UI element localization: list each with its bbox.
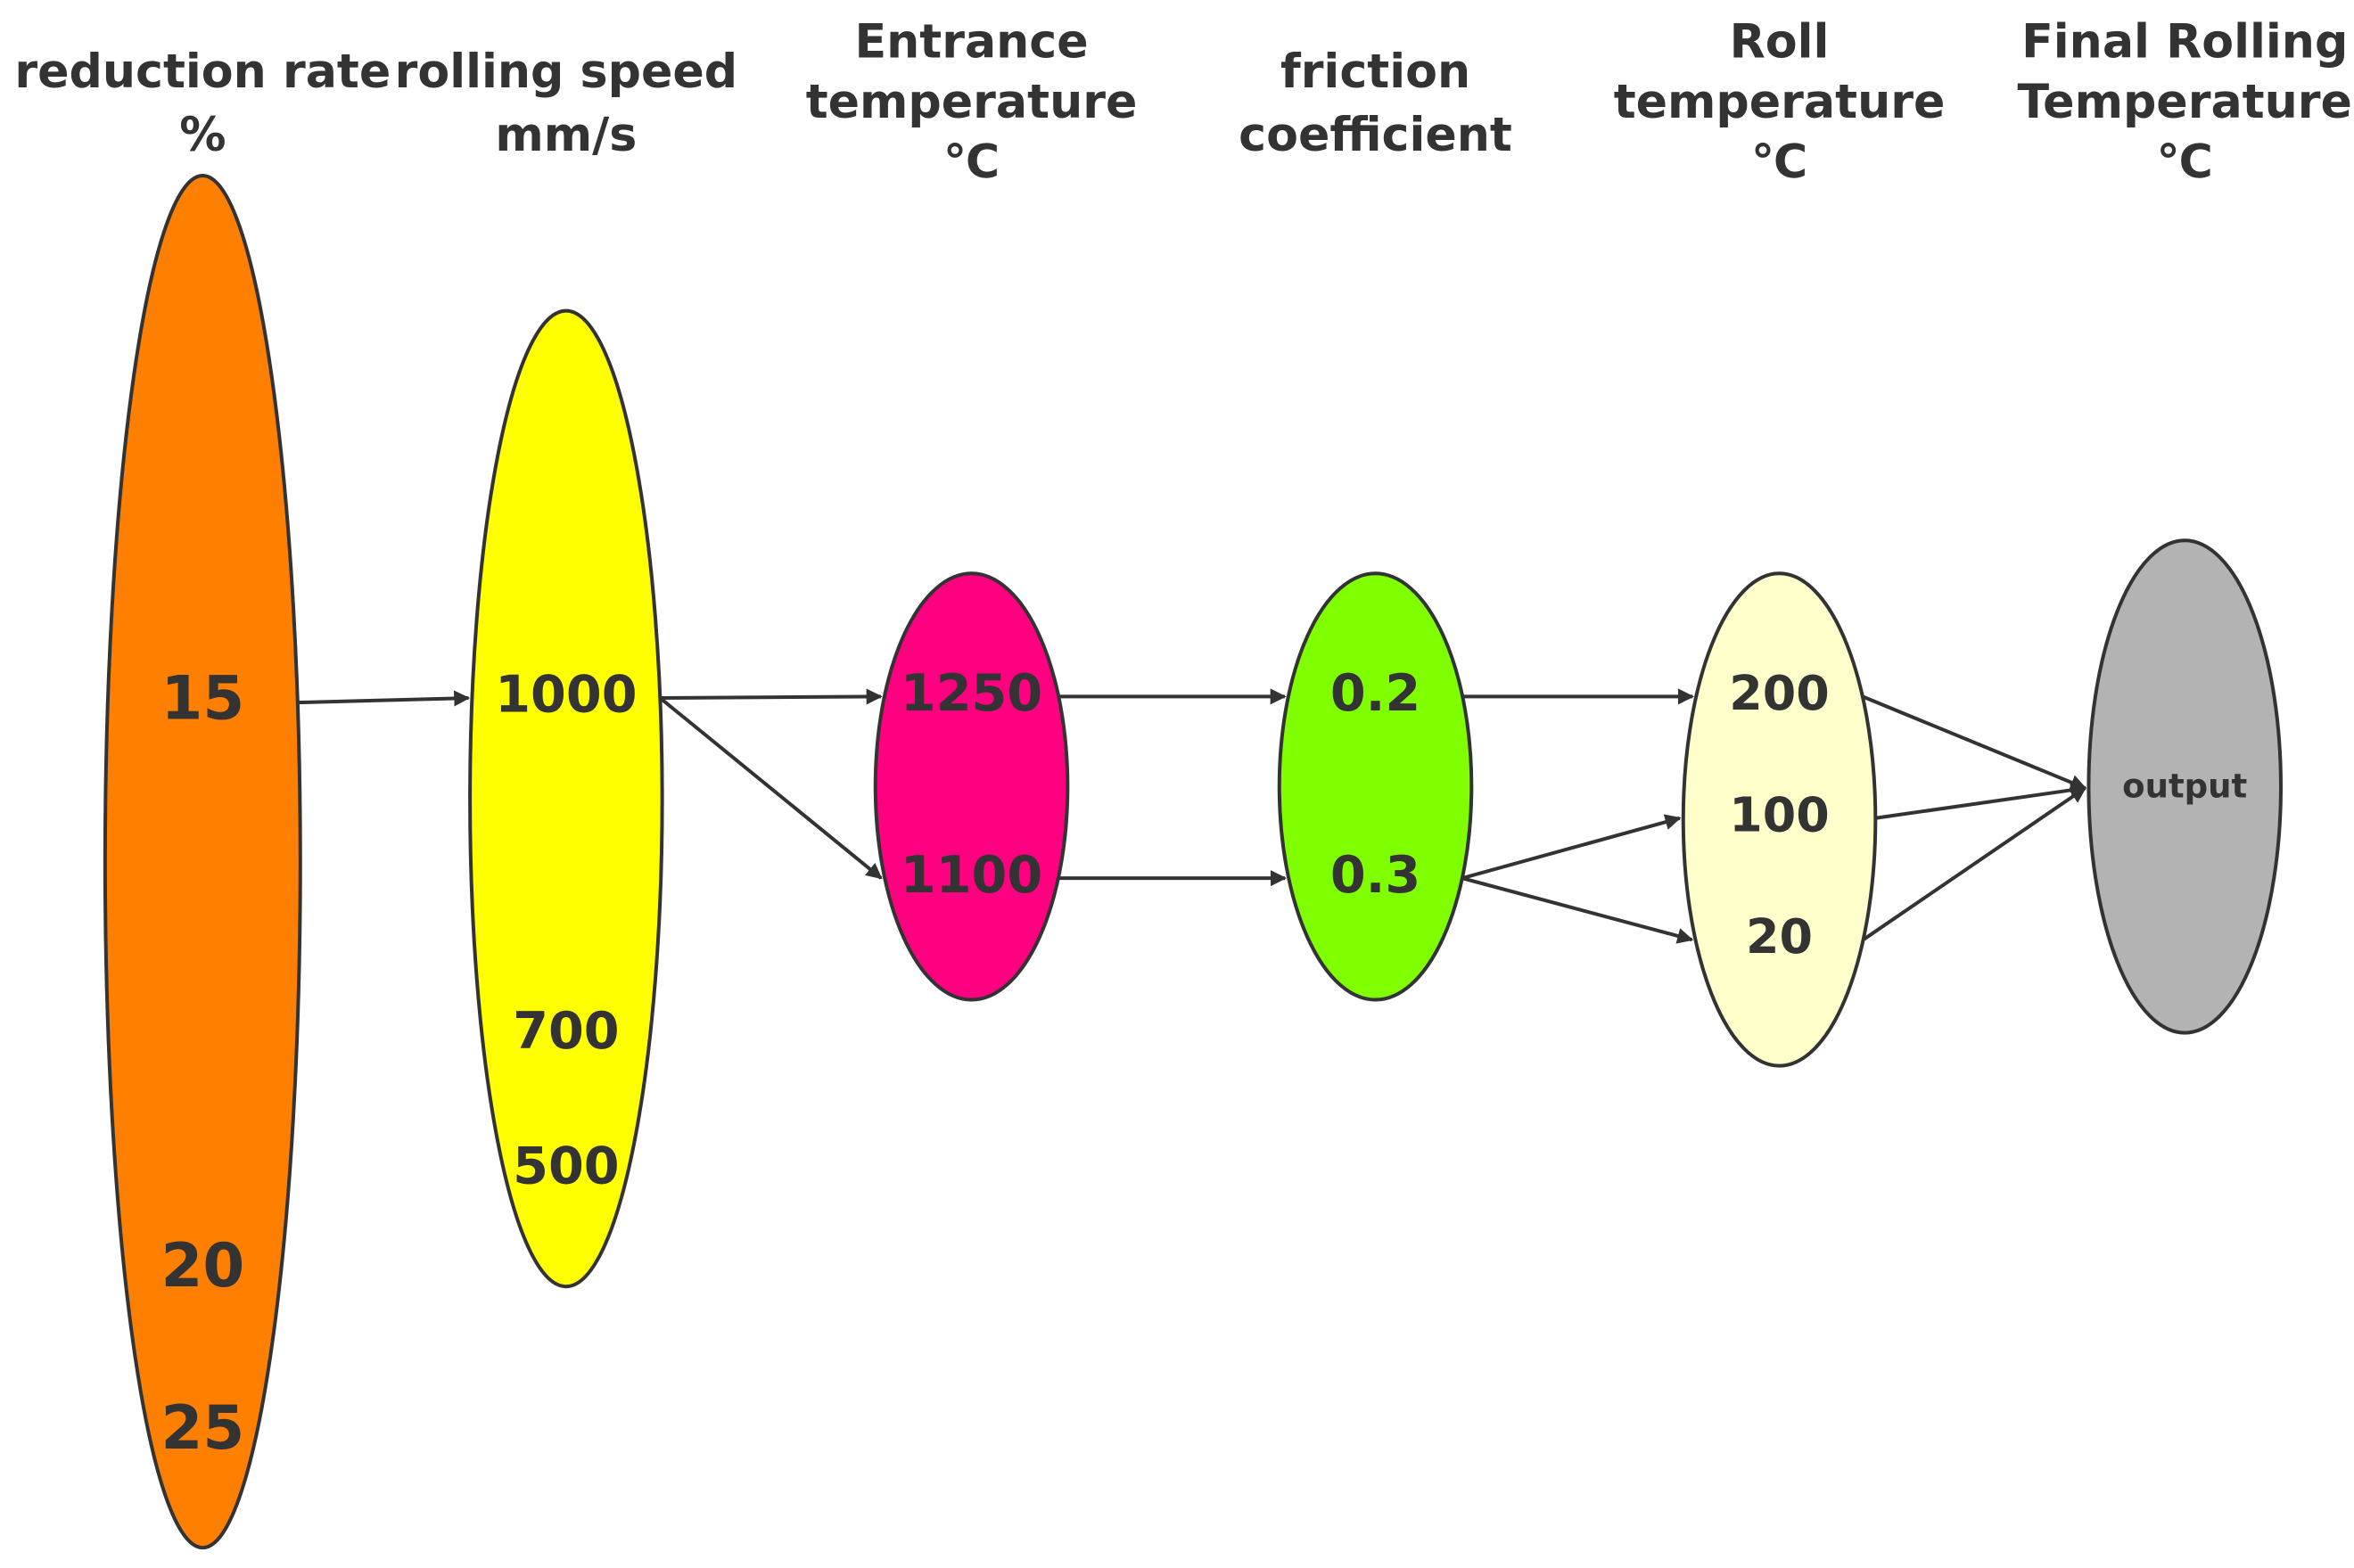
edges (297, 688, 2087, 944)
final-rolling-temperature-title-line-1: Temperature (2018, 76, 2352, 129)
friction-coefficient-title-line-1: coefficient (1239, 109, 1512, 162)
edge-0 (297, 690, 471, 707)
edge-2 (659, 696, 883, 880)
entrance-temperature-value-0: 1250 (901, 663, 1042, 723)
friction-coefficient-ellipse (1277, 571, 1474, 1002)
final-rolling-temperature-value-0: output (2122, 768, 2247, 806)
roll-temperature-title-line-1: temperature (1614, 76, 1946, 129)
entrance-temperature-title-line-1: temperature (806, 76, 1138, 129)
final-rolling-temperature-title-line-2: ℃ (2157, 135, 2213, 189)
reduction-rate-value-0: 15 (160, 663, 244, 734)
reduction-rate-title-line-0: reduction rate (14, 45, 391, 99)
entrance-temperature-title-line-2: ℃ (943, 135, 1000, 189)
reduction-rate-value-2: 25 (160, 1392, 244, 1463)
entrance-temperature-ellipse (873, 571, 1070, 1002)
final-rolling-temperature-ellipse (2086, 538, 2283, 1035)
rolling-speed-title-line-1: mm/s (495, 109, 637, 162)
roll-temperature-title-line-2: ℃ (1751, 135, 1807, 189)
nodes: 15 20 25 1000 700 500 1250 1100 0.2 0.3 200 100 20 ou… (103, 174, 2283, 1550)
edge-9 (1875, 782, 2087, 820)
friction-coefficient-title-line-0: friction (1280, 45, 1470, 99)
final-rolling-temperature-title-line-0: Final Rolling (2021, 16, 2348, 70)
edge-7 (1461, 876, 1694, 944)
edge-8 (1862, 694, 2087, 791)
rolling-speed-ellipse (468, 308, 664, 1289)
rolling-speed-value-0: 1000 (495, 665, 637, 725)
entrance-temperature-value-1: 1100 (901, 845, 1042, 905)
rolling-speed-value-2: 500 (513, 1136, 620, 1195)
edge-10 (1862, 786, 2086, 941)
roll-temperature-value-1: 100 (1729, 786, 1829, 842)
entrance-temperature-title-line-0: Entrance (854, 16, 1088, 70)
rolling-speed-title-line-0: rolling speed (395, 45, 738, 99)
roll-temperature-value-0: 200 (1729, 665, 1829, 721)
roll-temperature-ellipse (1681, 571, 1878, 1068)
roll-temperature-title-line-0: Roll (1730, 16, 1830, 70)
friction-coefficient-value-1: 0.3 (1330, 845, 1420, 905)
rolling-speed-value-1: 700 (513, 1001, 620, 1061)
column-titles: reduction rate% rolling speed mm/s Entrance… (14, 16, 2352, 190)
roll-temperature-value-2: 20 (1746, 908, 1813, 965)
edge-1 (660, 688, 883, 705)
edge-6 (1461, 814, 1682, 881)
reduction-rate-value-1: 20 (160, 1230, 244, 1301)
reduction-rate-title-line-1: % (179, 109, 226, 162)
reduction-rate-ellipse (103, 174, 302, 1550)
friction-coefficient-value-0: 0.2 (1330, 663, 1420, 723)
